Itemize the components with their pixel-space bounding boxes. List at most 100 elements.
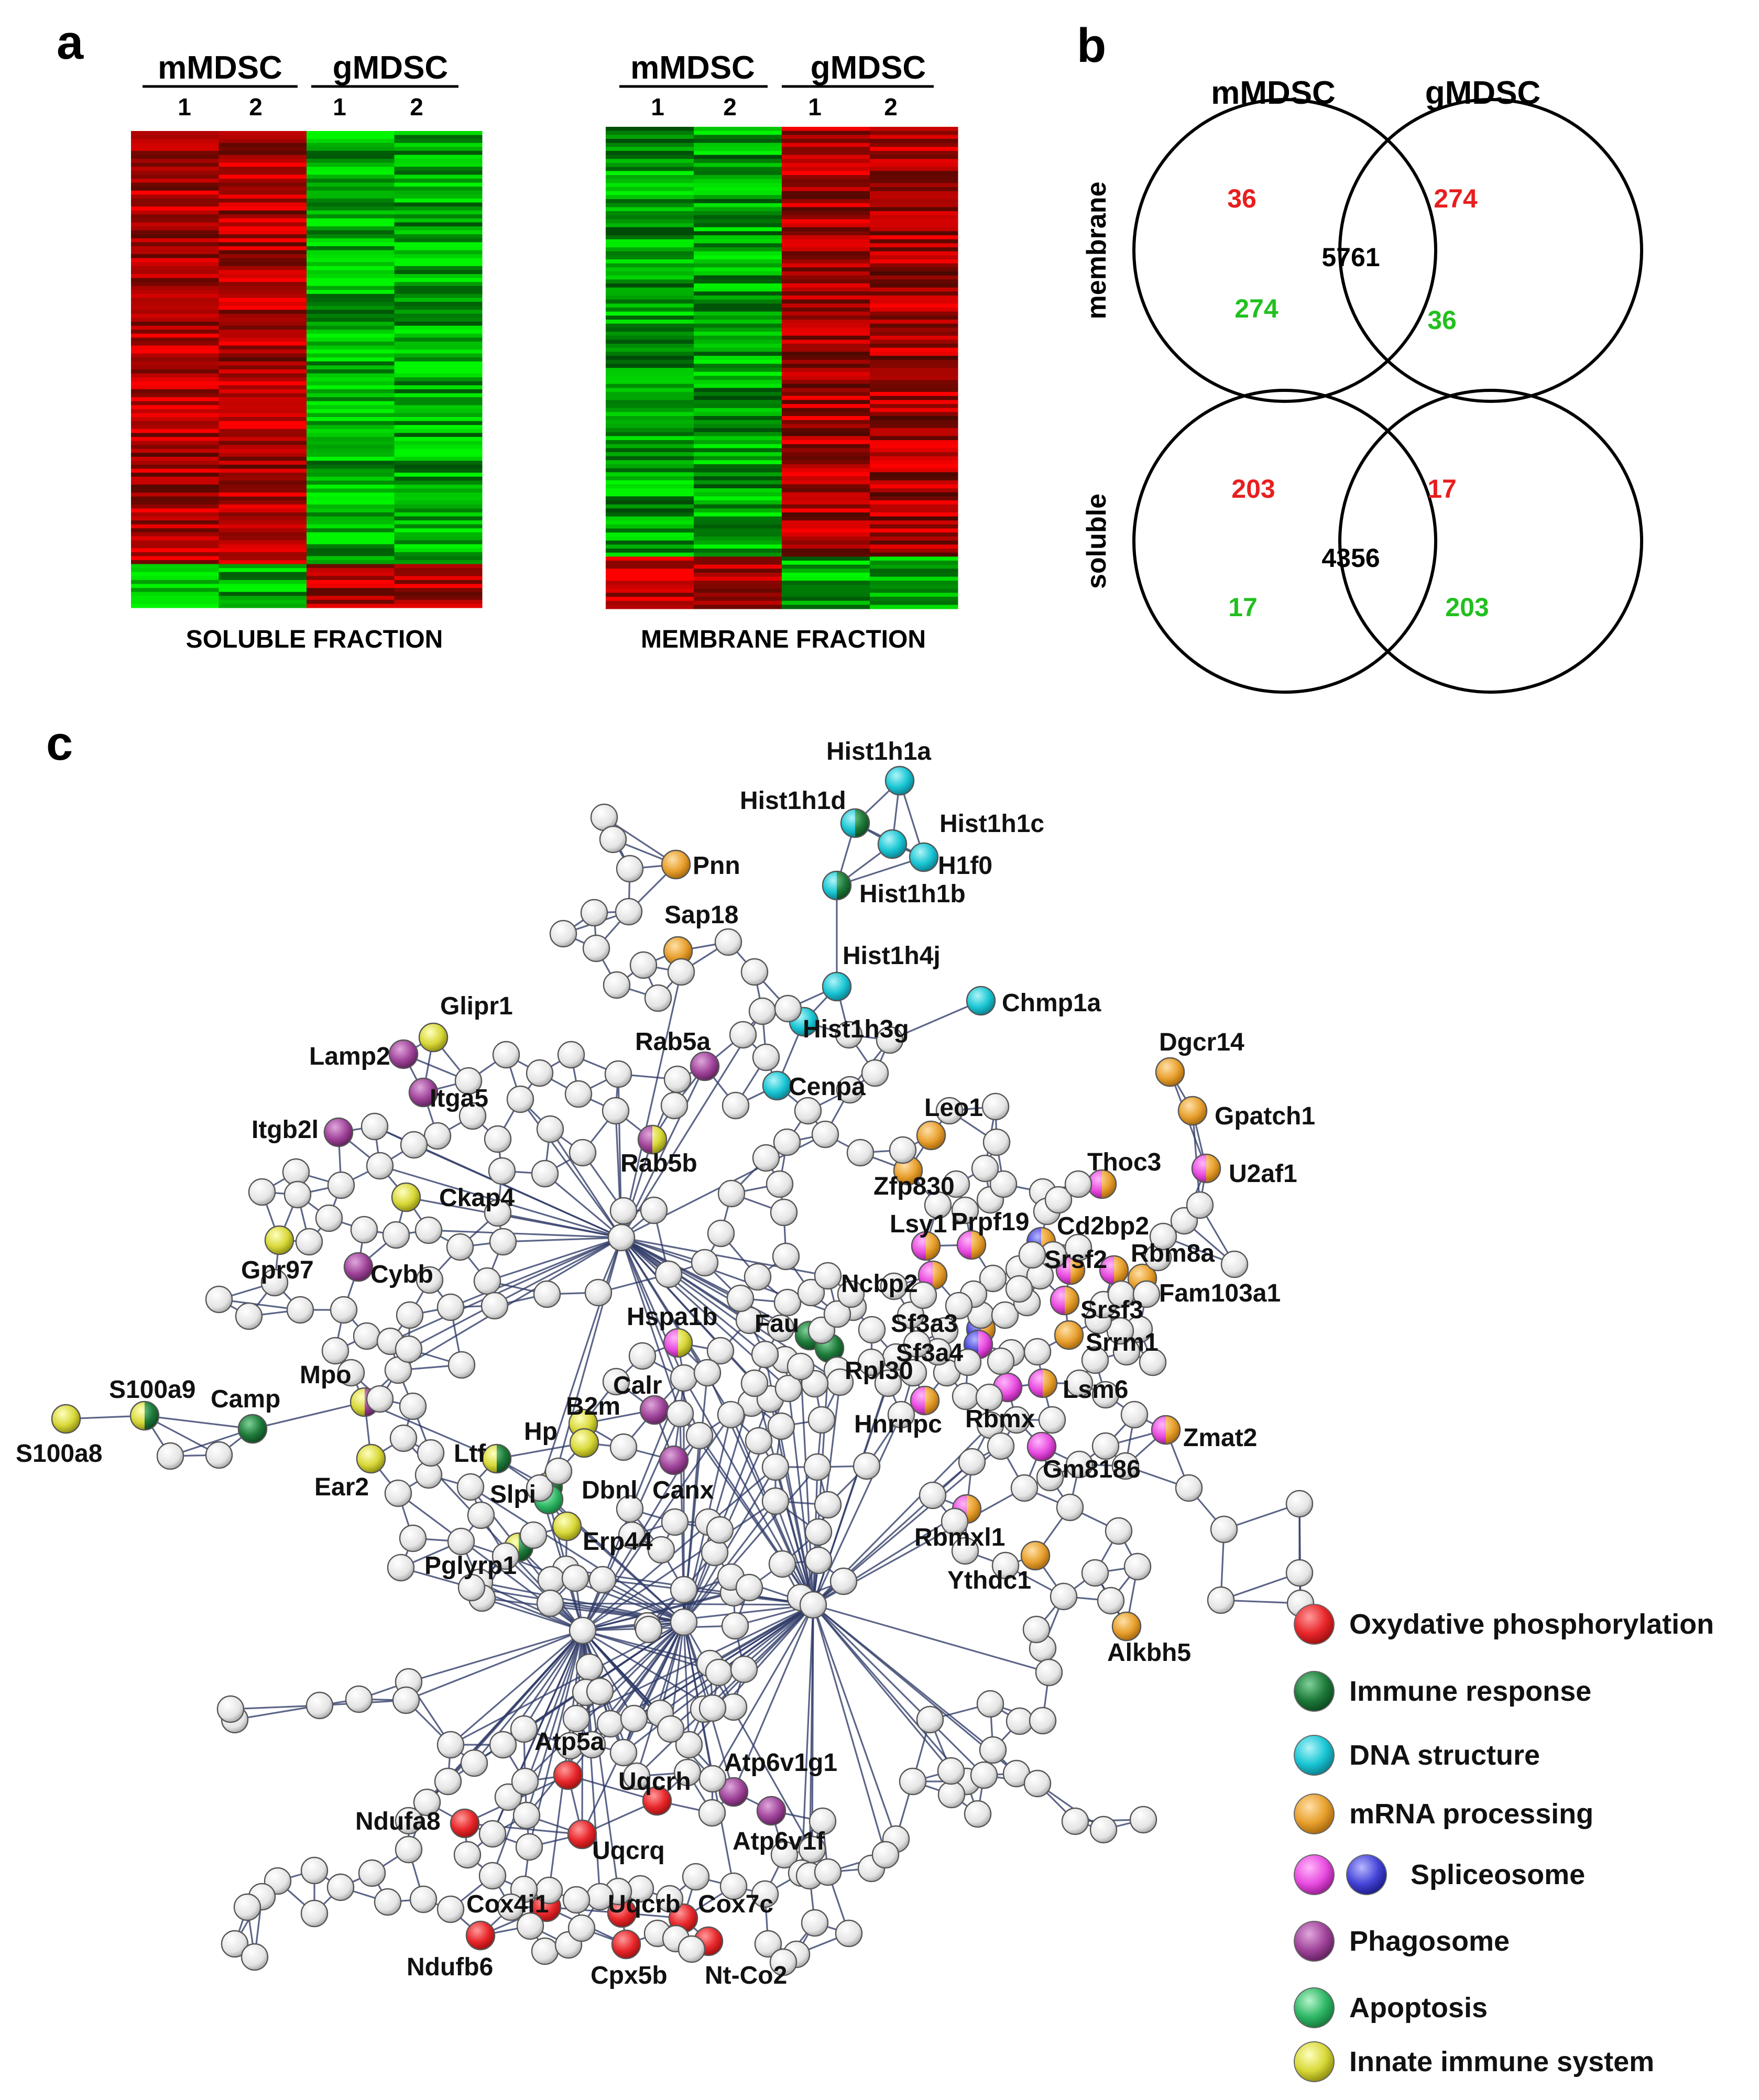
protein-node[interactable] xyxy=(814,1262,842,1290)
protein-node[interactable] xyxy=(804,1546,833,1574)
protein-node[interactable] xyxy=(803,1453,832,1481)
protein-node-gpatch1[interactable] xyxy=(1177,1096,1208,1126)
protein-node[interactable] xyxy=(837,1280,865,1308)
protein-node[interactable] xyxy=(909,1281,937,1309)
protein-node[interactable] xyxy=(516,1912,544,1940)
protein-node[interactable] xyxy=(549,920,577,948)
protein-node[interactable] xyxy=(693,1359,722,1387)
protein-node-chmp1a[interactable] xyxy=(966,986,996,1016)
protein-node[interactable] xyxy=(897,1301,925,1329)
protein-node[interactable] xyxy=(260,1268,289,1297)
protein-node[interactable] xyxy=(705,1658,733,1687)
protein-node[interactable] xyxy=(1064,1170,1092,1198)
protein-node-lamp2[interactable] xyxy=(388,1039,419,1069)
protein-node[interactable] xyxy=(740,1369,769,1397)
protein-node-hist1h1d[interactable] xyxy=(840,808,870,838)
protein-node[interactable] xyxy=(241,1943,269,1971)
protein-node[interactable] xyxy=(770,1198,798,1227)
protein-node[interactable] xyxy=(871,1841,900,1869)
protein-node[interactable] xyxy=(814,1858,842,1886)
protein-node[interactable] xyxy=(1035,1658,1063,1687)
protein-node[interactable] xyxy=(1186,1191,1214,1219)
protein-node[interactable] xyxy=(1139,1348,1167,1376)
protein-node[interactable] xyxy=(607,1223,636,1252)
protein-node[interactable] xyxy=(660,1091,689,1120)
protein-node[interactable] xyxy=(640,1196,668,1224)
protein-node-dgcr14[interactable] xyxy=(1155,1057,1185,1087)
protein-node[interactable] xyxy=(447,1351,476,1379)
protein-node[interactable] xyxy=(1023,1338,1052,1366)
protein-node[interactable] xyxy=(1210,1515,1238,1544)
protein-node[interactable] xyxy=(794,1097,822,1125)
protein-node[interactable] xyxy=(735,1573,763,1602)
protein-node[interactable] xyxy=(752,1144,780,1172)
protein-node[interactable] xyxy=(622,1762,651,1790)
protein-node[interactable] xyxy=(655,1885,684,1913)
protein-node[interactable] xyxy=(701,1538,729,1567)
protein-node[interactable] xyxy=(453,1841,482,1869)
protein-node[interactable] xyxy=(156,1442,184,1470)
protein-node[interactable] xyxy=(745,1427,773,1455)
protein-node[interactable] xyxy=(1175,1474,1203,1502)
protein-node[interactable] xyxy=(1149,1222,1177,1251)
protein-node-uqcrh[interactable] xyxy=(642,1786,672,1816)
protein-node[interactable] xyxy=(761,1487,790,1515)
protein-node[interactable] xyxy=(698,1694,727,1722)
protein-node-lsy1[interactable] xyxy=(911,1231,941,1261)
protein-node[interactable] xyxy=(609,1433,638,1461)
protein-node[interactable] xyxy=(889,1136,917,1164)
protein-node[interactable] xyxy=(315,1204,343,1232)
protein-node[interactable] xyxy=(366,1152,394,1180)
protein-node[interactable] xyxy=(537,1566,565,1594)
protein-node[interactable] xyxy=(887,1401,915,1429)
protein-node[interactable] xyxy=(937,1780,966,1809)
protein-node[interactable] xyxy=(353,1322,381,1350)
protein-node[interactable] xyxy=(1207,1586,1235,1614)
protein-node[interactable] xyxy=(458,1102,487,1130)
protein-node-rab5a[interactable] xyxy=(690,1051,720,1081)
protein-node[interactable] xyxy=(975,1383,1003,1412)
protein-node[interactable] xyxy=(1002,1406,1031,1434)
protein-node-hnrnpc[interactable] xyxy=(910,1385,940,1416)
protein-node[interactable] xyxy=(706,1337,735,1365)
protein-node[interactable] xyxy=(436,1895,465,1923)
protein-node[interactable] xyxy=(666,1399,694,1428)
protein-node[interactable] xyxy=(446,1233,474,1261)
protein-node[interactable] xyxy=(489,1228,517,1256)
protein-node[interactable] xyxy=(899,1359,927,1387)
protein-node-ndufa8[interactable] xyxy=(450,1808,480,1839)
protein-node[interactable] xyxy=(578,1731,606,1759)
protein-node[interactable] xyxy=(447,1527,475,1556)
protein-node[interactable] xyxy=(618,1521,646,1549)
protein-node-zmat2[interactable] xyxy=(1151,1415,1181,1445)
protein-node[interactable] xyxy=(726,1284,755,1312)
protein-node[interactable] xyxy=(519,1521,548,1549)
protein-node-camp[interactable] xyxy=(237,1414,268,1444)
protein-node-ltf[interactable] xyxy=(482,1443,512,1474)
protein-node[interactable] xyxy=(991,1551,1020,1580)
protein-node[interactable] xyxy=(300,1899,329,1928)
protein-node[interactable] xyxy=(675,1731,703,1759)
protein-node-s100a8[interactable] xyxy=(51,1404,81,1434)
protein-node[interactable] xyxy=(609,1197,638,1225)
protein-node[interactable] xyxy=(337,1359,365,1387)
protein-node[interactable] xyxy=(567,1914,596,1942)
protein-node[interactable] xyxy=(698,1799,726,1827)
protein-node[interactable] xyxy=(1097,1587,1125,1615)
protein-node[interactable] xyxy=(801,1909,829,1937)
protein-node[interactable] xyxy=(436,1293,465,1321)
protein-node[interactable] xyxy=(575,1653,604,1681)
protein-node[interactable] xyxy=(512,1801,541,1830)
protein-node[interactable] xyxy=(330,1296,358,1324)
protein-node[interactable] xyxy=(506,1085,534,1113)
protein-node[interactable] xyxy=(670,1364,698,1392)
protein-node-canx[interactable] xyxy=(659,1445,689,1475)
protein-node[interactable] xyxy=(480,1292,509,1320)
protein-node-leo1[interactable] xyxy=(916,1120,946,1151)
protein-node[interactable] xyxy=(751,1880,779,1908)
protein-node[interactable] xyxy=(456,1473,485,1501)
protein-node[interactable] xyxy=(766,1170,794,1198)
protein-node[interactable] xyxy=(691,1249,719,1277)
protein-node[interactable] xyxy=(562,1886,591,1914)
protein-node[interactable] xyxy=(629,951,658,979)
